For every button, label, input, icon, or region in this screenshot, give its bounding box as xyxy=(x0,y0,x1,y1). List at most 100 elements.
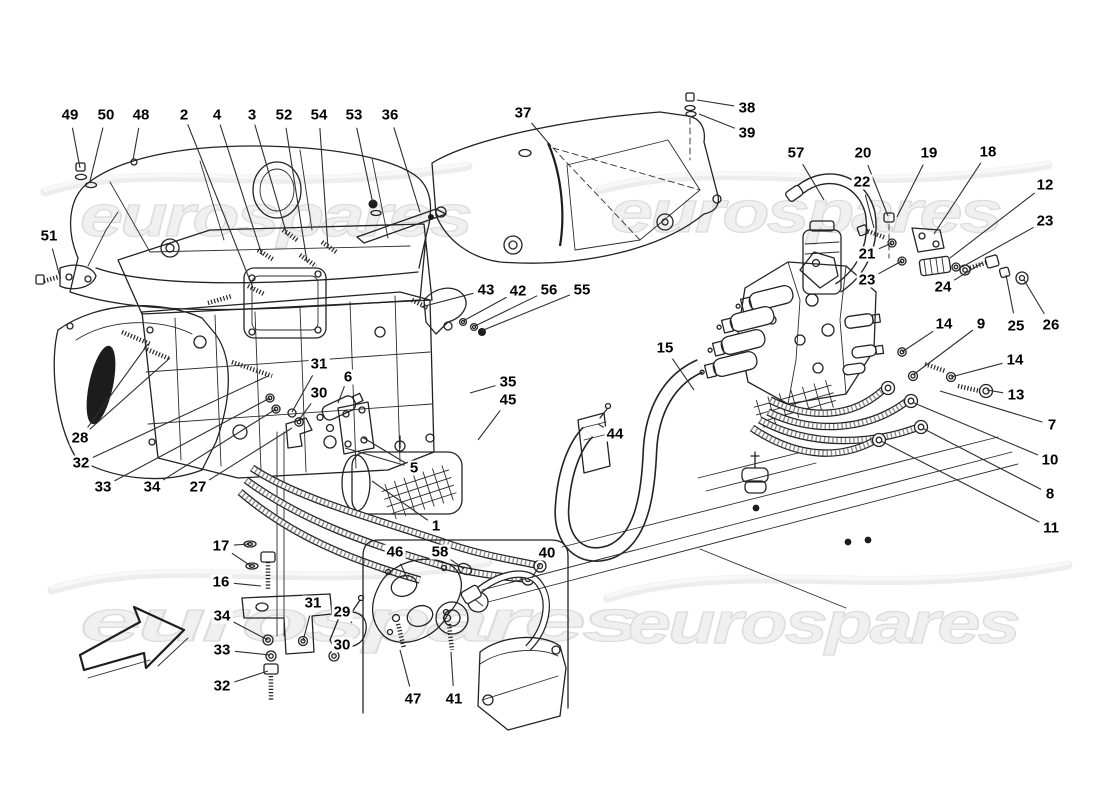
leader-line-14 xyxy=(901,330,934,353)
clutch-actuator xyxy=(276,392,463,637)
callout-11-33[interactable]: 11 xyxy=(1041,519,1061,537)
callout-43-35[interactable]: 43 xyxy=(475,281,497,299)
callout-40-62[interactable]: 40 xyxy=(536,544,558,562)
inset-box xyxy=(362,539,569,731)
leader-line-35 xyxy=(469,385,496,394)
callout-21-20[interactable]: 21 xyxy=(856,245,878,263)
callout-33-57[interactable]: 33 xyxy=(211,641,233,659)
callout-6-49[interactable]: 6 xyxy=(341,368,355,386)
callout-35-39[interactable]: 35 xyxy=(497,373,519,391)
leader-line-37 xyxy=(530,122,552,147)
callout-15-29[interactable]: 15 xyxy=(654,339,676,357)
callout-5-50[interactable]: 5 xyxy=(407,459,421,477)
leader-line-7 xyxy=(939,390,1043,423)
callout-33-44[interactable]: 33 xyxy=(92,478,114,496)
leader-line-16 xyxy=(233,582,262,587)
leader-line-36 xyxy=(393,127,421,213)
callout-34-45[interactable]: 34 xyxy=(141,478,163,496)
stud-plate xyxy=(207,228,338,379)
callout-14-23[interactable]: 14 xyxy=(933,315,955,333)
callout-20-14[interactable]: 20 xyxy=(852,144,874,162)
leader-line-48 xyxy=(132,127,140,161)
callout-52-6[interactable]: 52 xyxy=(273,106,295,124)
leader-line-3 xyxy=(254,124,288,236)
leader-line-38 xyxy=(696,99,735,107)
leader-line-34 xyxy=(233,621,269,641)
callout-55-38[interactable]: 55 xyxy=(571,281,593,299)
callout-30-58[interactable]: 30 xyxy=(331,636,353,654)
callout-42-36[interactable]: 42 xyxy=(507,282,529,300)
callout-4-4[interactable]: 4 xyxy=(210,106,224,124)
mount-link-51 xyxy=(35,211,119,290)
callout-18-16[interactable]: 18 xyxy=(977,143,999,161)
leader-line-23 xyxy=(878,260,903,275)
callout-8-32[interactable]: 8 xyxy=(1043,485,1057,503)
leader-line-20 xyxy=(867,164,889,217)
callout-1-51[interactable]: 1 xyxy=(429,517,443,535)
callout-31-47[interactable]: 31 xyxy=(308,355,330,373)
callout-49-0[interactable]: 49 xyxy=(59,106,81,124)
callout-53-8[interactable]: 53 xyxy=(343,106,365,124)
callout-46-60[interactable]: 46 xyxy=(384,543,406,561)
callout-3-5[interactable]: 3 xyxy=(245,106,259,124)
callout-45-40[interactable]: 45 xyxy=(497,391,519,409)
callout-32-43[interactable]: 32 xyxy=(70,454,92,472)
callout-58-61[interactable]: 58 xyxy=(429,543,451,561)
callout-50-1[interactable]: 50 xyxy=(95,106,117,124)
callout-29-56[interactable]: 29 xyxy=(331,603,353,621)
callout-12-18[interactable]: 12 xyxy=(1034,176,1056,194)
callout-51-34[interactable]: 51 xyxy=(38,227,60,245)
leader-line-52 xyxy=(285,127,308,263)
callout-27-46[interactable]: 27 xyxy=(187,478,209,496)
callout-44-41[interactable]: 44 xyxy=(604,425,626,443)
callout-19-15[interactable]: 19 xyxy=(918,144,940,162)
callout-31-55[interactable]: 31 xyxy=(302,594,324,612)
leader-line-26 xyxy=(1023,279,1045,315)
leader-line-40 xyxy=(531,563,541,579)
callout-47-63[interactable]: 47 xyxy=(402,690,424,708)
leader-line-29 xyxy=(350,621,353,624)
callout-23-21[interactable]: 23 xyxy=(856,271,878,289)
callout-38-11[interactable]: 38 xyxy=(736,99,758,117)
watermark-text: eurospares xyxy=(80,184,471,249)
leader-line-27 xyxy=(208,427,293,481)
callout-10-31[interactable]: 10 xyxy=(1039,451,1061,469)
callout-39-12[interactable]: 39 xyxy=(736,124,758,142)
leader-line-11 xyxy=(880,440,1040,523)
leader-line-49 xyxy=(71,127,81,169)
callout-26-26[interactable]: 26 xyxy=(1040,316,1062,334)
callout-22-17[interactable]: 22 xyxy=(851,173,873,191)
callout-41-64[interactable]: 41 xyxy=(443,690,465,708)
leader-line-47 xyxy=(399,649,411,687)
callout-16-53[interactable]: 16 xyxy=(210,573,232,591)
callout-25-25[interactable]: 25 xyxy=(1005,317,1027,335)
callout-56-37[interactable]: 56 xyxy=(538,281,560,299)
callout-13-28[interactable]: 13 xyxy=(1005,386,1027,404)
callout-9-24[interactable]: 9 xyxy=(974,315,988,333)
callout-17-52[interactable]: 17 xyxy=(210,537,232,555)
leader-line-44 xyxy=(597,423,605,428)
callout-32-59[interactable]: 32 xyxy=(211,677,233,695)
callout-14-27[interactable]: 14 xyxy=(1004,351,1026,369)
callout-28-42[interactable]: 28 xyxy=(69,429,91,447)
callout-7-30[interactable]: 7 xyxy=(1045,416,1059,434)
callout-57-13[interactable]: 57 xyxy=(785,144,807,162)
callout-2-3[interactable]: 2 xyxy=(177,106,191,124)
callout-36-9[interactable]: 36 xyxy=(379,106,401,124)
callout-24-22[interactable]: 24 xyxy=(932,278,954,296)
leader-line-6 xyxy=(337,386,345,404)
callout-34-54[interactable]: 34 xyxy=(211,607,233,625)
callout-37-10[interactable]: 37 xyxy=(512,104,534,122)
gearbox-top xyxy=(117,161,433,315)
chassis-rails xyxy=(481,436,1019,609)
leader-line-17 xyxy=(233,543,250,546)
leader-line-51 xyxy=(51,248,61,278)
leader-line-57 xyxy=(802,163,825,201)
callout-30-48[interactable]: 30 xyxy=(308,384,330,402)
callout-23-19[interactable]: 23 xyxy=(1034,212,1056,230)
leader-line-28 xyxy=(87,343,149,428)
leader-line-58 xyxy=(450,559,465,570)
callout-54-7[interactable]: 54 xyxy=(308,106,330,124)
callout-48-2[interactable]: 48 xyxy=(130,106,152,124)
leader-line-12 xyxy=(949,192,1036,259)
